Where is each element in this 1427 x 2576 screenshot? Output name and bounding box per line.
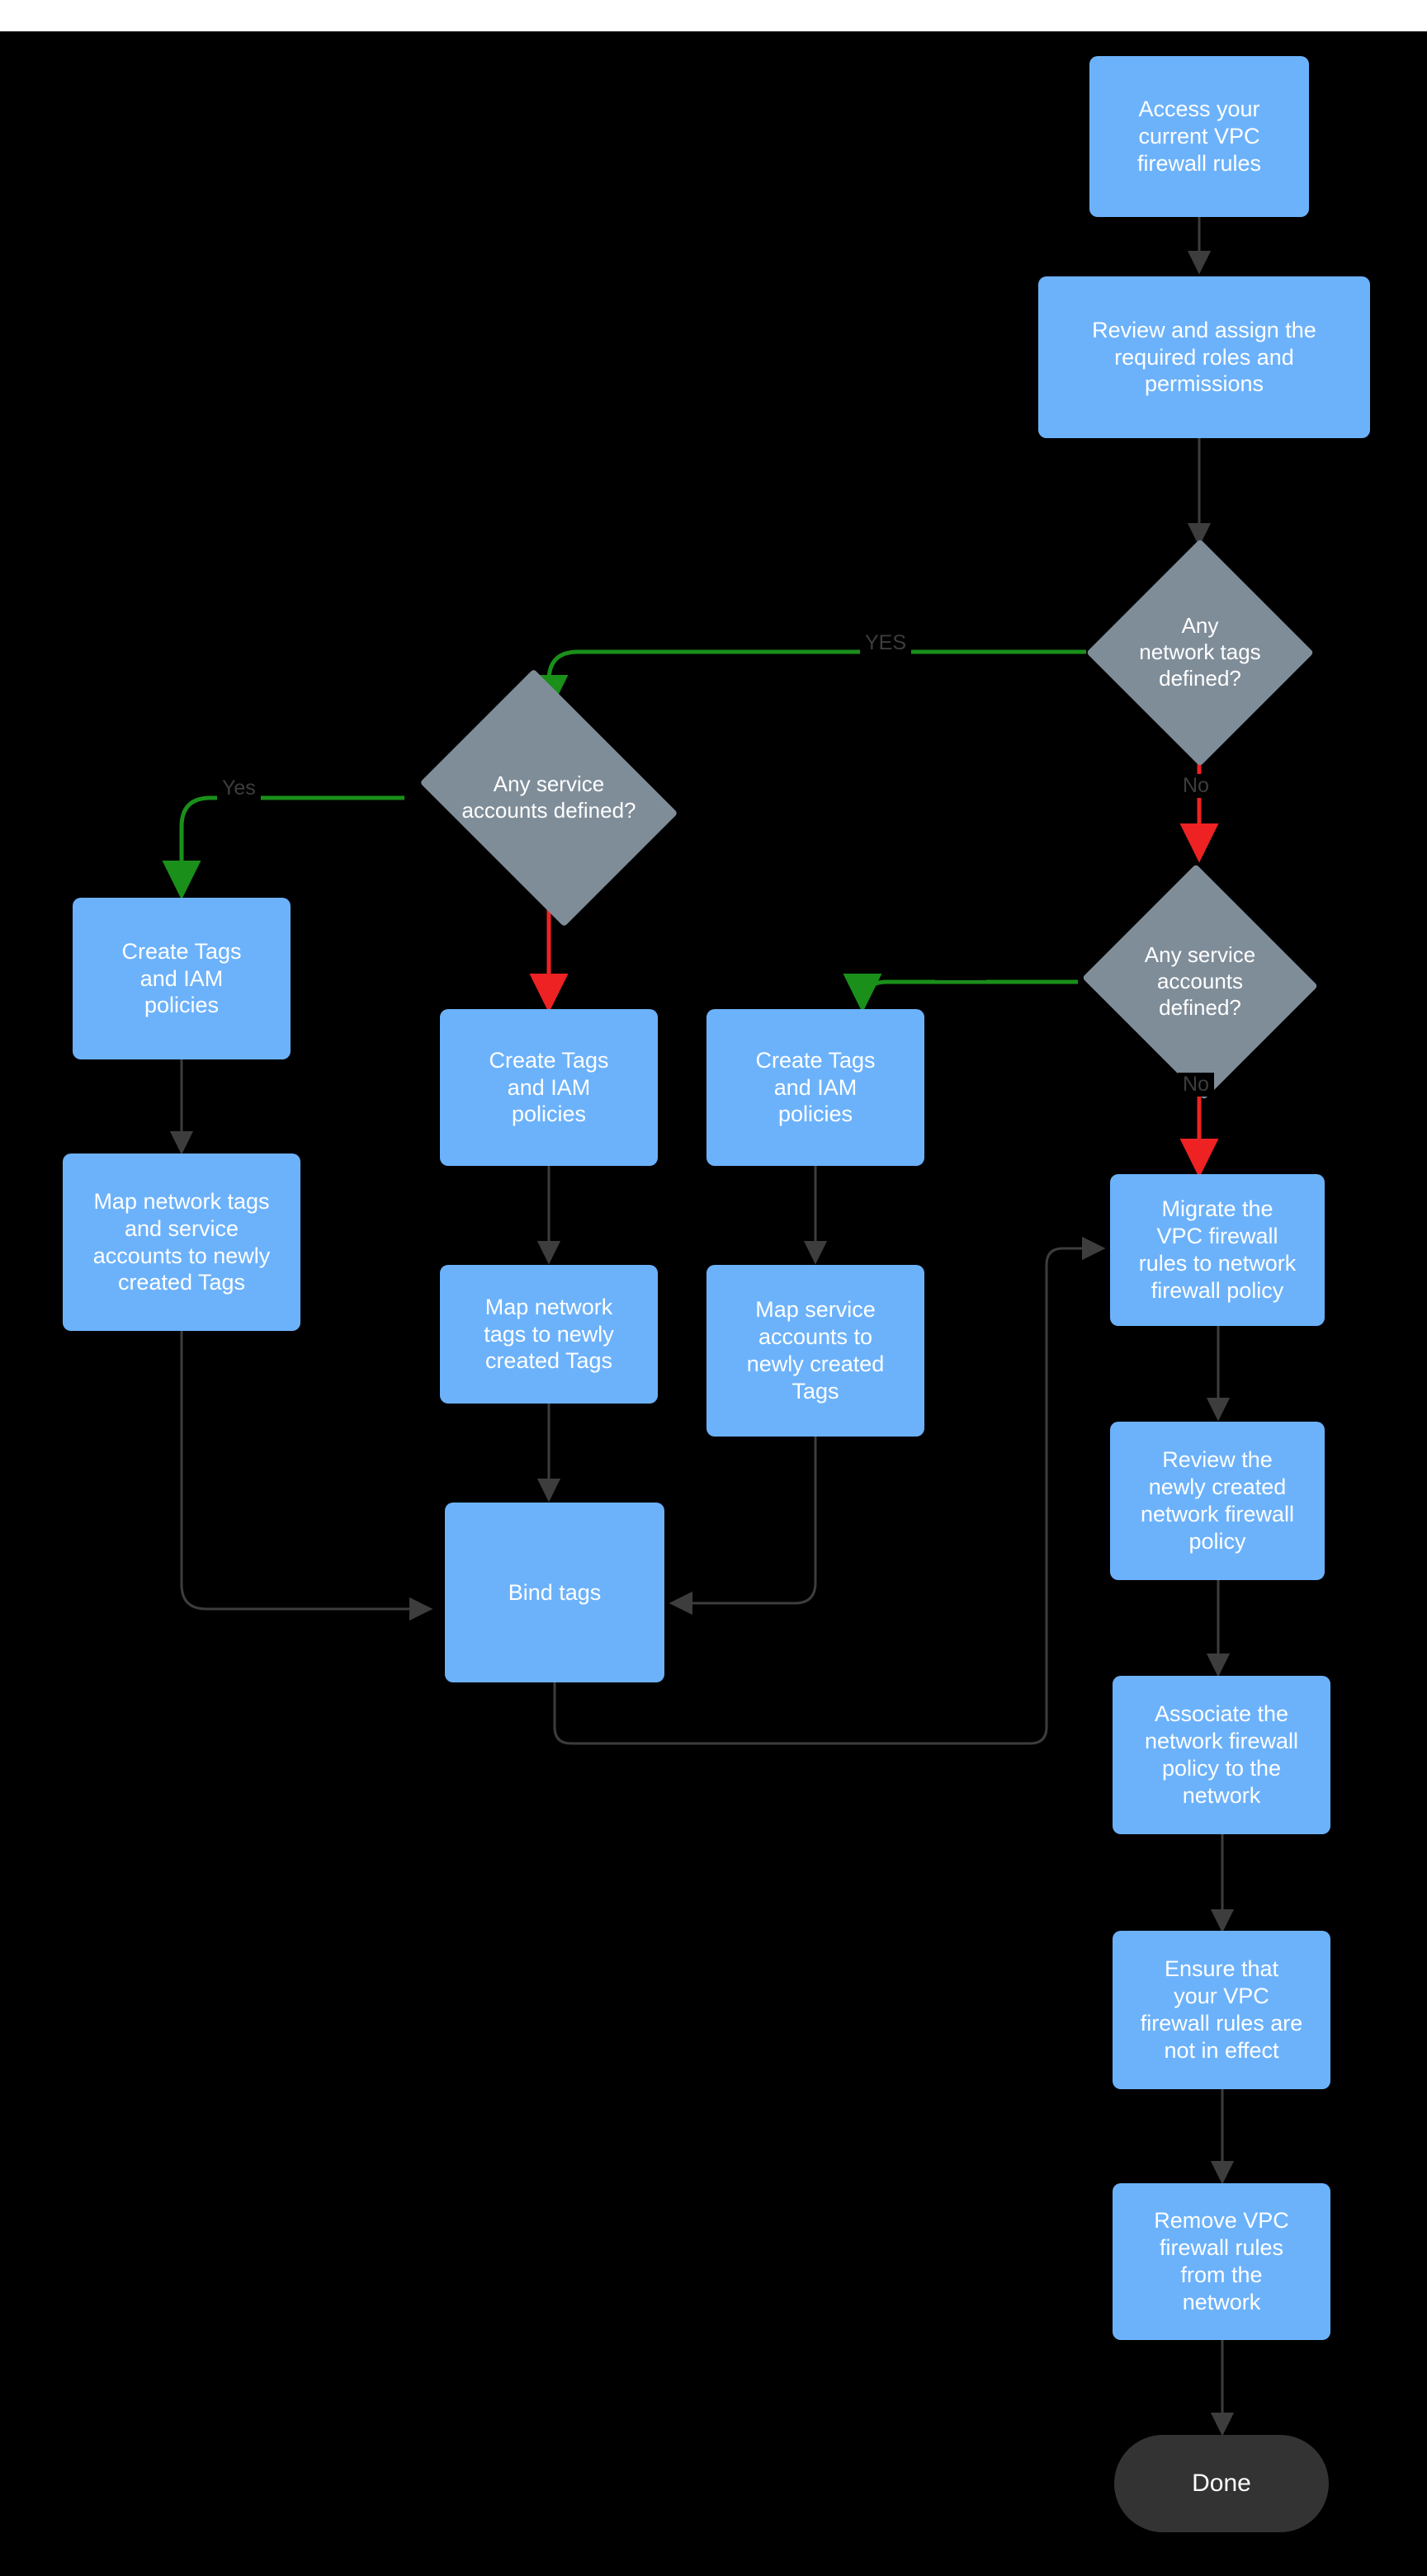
node-access-rules[interactable]: Access your current VPC firewall rules: [1089, 56, 1309, 217]
node-label: Access your current VPC firewall rules: [1136, 97, 1262, 176]
node-label: Any service accounts defined?: [1144, 942, 1256, 1020]
node-any-network-tags[interactable]: Any network tags defined?: [1086, 539, 1314, 767]
node-map-service-accounts[interactable]: Map service accounts to newly created Ta…: [706, 1265, 924, 1437]
node-any-service-accounts-left[interactable]: Any service accounts defined?: [404, 668, 693, 927]
node-associate-policy[interactable]: Associate the network firewall policy to…: [1113, 1676, 1330, 1834]
node-ensure-not-in-effect[interactable]: Ensure that your VPC firewall rules are …: [1113, 1931, 1330, 2089]
node-label: Create Tags and IAM policies: [489, 1047, 609, 1127]
node-label: Review and assign the required roles and…: [1092, 317, 1316, 397]
node-create-tags-right[interactable]: Create Tags and IAM policies: [706, 1009, 924, 1166]
node-review-roles[interactable]: Review and assign the required roles and…: [1038, 276, 1370, 438]
node-label: Any network tags defined?: [1139, 613, 1261, 691]
node-review-policy[interactable]: Review the newly created network firewal…: [1110, 1422, 1325, 1580]
node-label: Associate the network firewall policy to…: [1144, 1701, 1299, 1808]
node-label: Review the newly created network firewal…: [1140, 1447, 1295, 1554]
node-label: Create Tags and IAM policies: [755, 1047, 876, 1127]
node-done[interactable]: Done: [1114, 2435, 1329, 2532]
node-map-network-tags[interactable]: Map network tags to newly created Tags: [440, 1265, 658, 1404]
node-label: Map service accounts to newly created Ta…: [746, 1297, 885, 1404]
node-label: Any service accounts defined?: [461, 771, 636, 823]
node-label: Map network tags to newly created Tags: [484, 1294, 614, 1374]
edge-label-network-tags-no: No: [1178, 774, 1214, 798]
node-create-tags-left[interactable]: Create Tags and IAM policies: [73, 898, 291, 1059]
node-label: Bind tags: [508, 1579, 602, 1605]
node-bind-tags[interactable]: Bind tags: [445, 1503, 664, 1682]
edge-label-service-left-yes: Yes: [217, 776, 261, 800]
edge-label-service-right-no: No: [1178, 1073, 1214, 1097]
flowchart-canvas: Access your current VPC firewall rules R…: [0, 31, 1427, 2576]
node-label: Map network tags and service accounts to…: [92, 1188, 271, 1295]
node-create-tags-mid[interactable]: Create Tags and IAM policies: [440, 1009, 658, 1166]
node-migrate-rules[interactable]: Migrate the VPC firewall rules to networ…: [1110, 1174, 1325, 1326]
node-remove-rules[interactable]: Remove VPC firewall rules from the netwo…: [1113, 2183, 1330, 2340]
node-label: Create Tags and IAM policies: [121, 938, 242, 1018]
edge-label-network-tags-yes: YES: [860, 631, 912, 655]
node-label: Remove VPC firewall rules from the netwo…: [1154, 2208, 1289, 2314]
edge-label-service-right-yes: [935, 962, 986, 980]
node-label: Done: [1192, 2469, 1251, 2497]
node-map-tags-and-accounts[interactable]: Map network tags and service accounts to…: [63, 1154, 300, 1331]
node-label: Ensure that your VPC firewall rules are …: [1140, 1956, 1303, 2063]
node-label: Migrate the VPC firewall rules to networ…: [1138, 1196, 1297, 1303]
node-any-service-accounts-right[interactable]: Any service accounts defined?: [1078, 864, 1322, 1100]
